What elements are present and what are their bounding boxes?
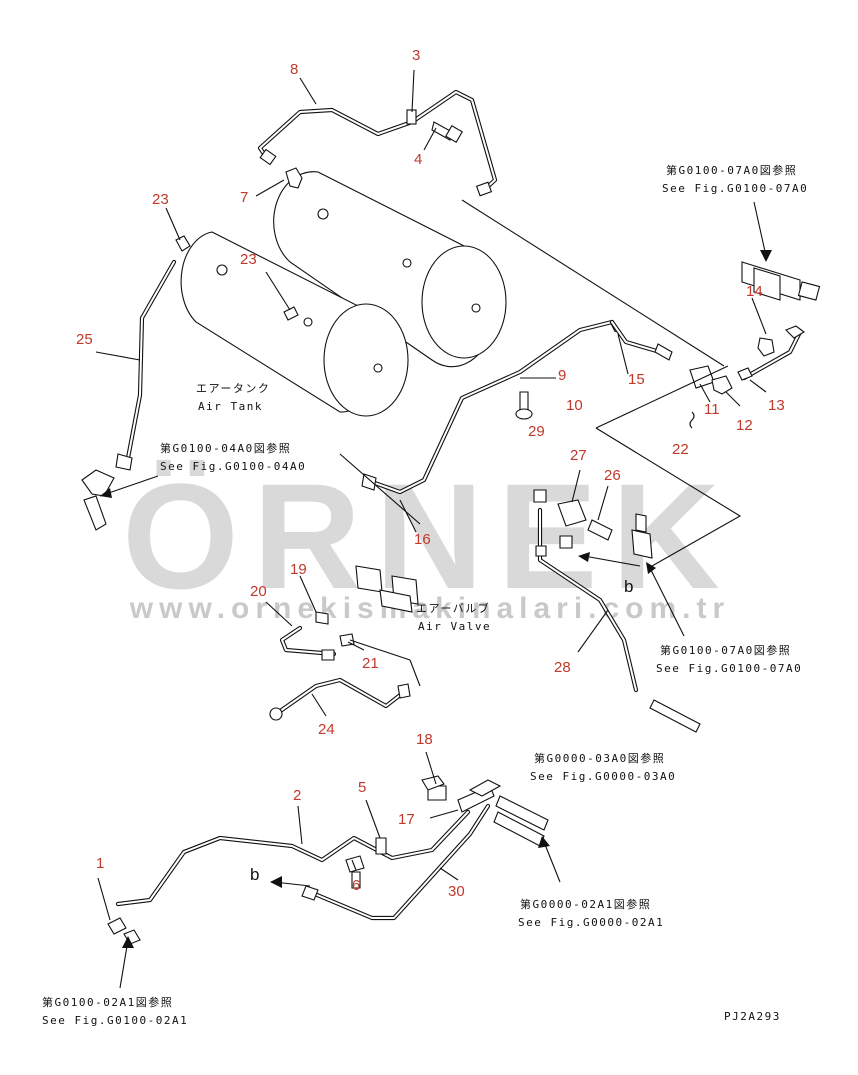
ref-g0000-02a1-jp: 第G0000-02A1図参照 bbox=[520, 897, 651, 911]
ref-g0100-04a0-en: See Fig.G0100-04A0 bbox=[160, 460, 306, 473]
callout-24: 24 bbox=[318, 721, 335, 738]
callout-3: 3 bbox=[412, 47, 420, 64]
callout-7: 7 bbox=[240, 189, 248, 206]
air-valve-label-jp: エアーバルブ bbox=[416, 601, 490, 615]
air-valve-label-en: Air Valve bbox=[418, 620, 491, 633]
callout-5: 5 bbox=[358, 779, 366, 796]
ref-g0100-07a0-top-en: See Fig.G0100-07A0 bbox=[662, 182, 808, 195]
arrowheads bbox=[100, 250, 772, 948]
callout-21: 21 bbox=[362, 655, 379, 672]
callout-22: 22 bbox=[672, 441, 689, 458]
ref-g0100-07a0-mid-jp: 第G0100-07A0図参照 bbox=[660, 643, 791, 657]
air-tank-rear bbox=[273, 171, 507, 368]
callout-11: 11 bbox=[704, 401, 720, 418]
callout-10: 10 bbox=[566, 397, 583, 414]
air-tank-label-jp: エアータンク bbox=[196, 382, 270, 395]
component-labels: エアータンク Air Tank エアーバルブ Air Valve b b PJ2… bbox=[196, 382, 781, 1023]
callout-28: 28 bbox=[554, 659, 571, 676]
drawing-code: PJ2A293 bbox=[724, 1010, 781, 1023]
ref-g0000-03a0-jp: 第G0000-03A0図参照 bbox=[534, 751, 665, 765]
fittings bbox=[81, 109, 821, 945]
air-tank-front bbox=[180, 231, 409, 417]
ref-g0100-07a0-top-jp: 第G0100-07A0図参照 bbox=[666, 163, 797, 177]
leader-lines bbox=[95, 69, 767, 989]
callout-23a: 23 bbox=[152, 191, 169, 208]
callout-9: 9 bbox=[558, 367, 566, 384]
callout-4: 4 bbox=[414, 151, 422, 168]
callout-26: 26 bbox=[604, 467, 621, 484]
ref-g0000-03a0-en: See Fig.G0000-03A0 bbox=[530, 770, 676, 783]
watermark-url: www.ornekismakinalari.com.tr bbox=[129, 592, 730, 625]
callout-30: 30 bbox=[448, 883, 465, 900]
ref-g0100-02a1-jp: 第G0100-02A1図参照 bbox=[42, 995, 173, 1009]
callout-20: 20 bbox=[250, 583, 267, 600]
callout-23b: 23 bbox=[240, 251, 257, 268]
ref-g0100-07a0-mid-en: See Fig.G0100-07A0 bbox=[656, 662, 802, 675]
callout-29: 29 bbox=[528, 423, 545, 440]
callout-27: 27 bbox=[570, 447, 587, 464]
callout-16: 16 bbox=[414, 531, 431, 548]
callout-14: 14 bbox=[746, 283, 763, 300]
figure-references: 第G0100-07A0図参照 See Fig.G0100-07A0 第G0100… bbox=[42, 163, 808, 1027]
callout-2: 2 bbox=[293, 787, 301, 804]
ref-g0100-02a1-en: See Fig.G0100-02A1 bbox=[42, 1014, 188, 1027]
arrow-b-label-lower: b bbox=[250, 865, 259, 884]
callout-17: 17 bbox=[398, 811, 415, 828]
arrow-b-label-upper: b bbox=[624, 577, 633, 596]
callout-12: 12 bbox=[736, 417, 753, 434]
ref-g0000-02a1-en: See Fig.G0000-02A1 bbox=[518, 916, 664, 929]
part-callouts: 1 2 3 4 5 6 7 8 9 10 11 12 13 14 15 16 1… bbox=[76, 47, 785, 900]
callout-19: 19 bbox=[290, 561, 307, 578]
callout-13: 13 bbox=[768, 397, 785, 414]
callout-25: 25 bbox=[76, 331, 93, 348]
callout-15: 15 bbox=[628, 371, 645, 388]
pipes bbox=[115, 89, 803, 921]
callout-6: 6 bbox=[352, 877, 360, 894]
callout-8: 8 bbox=[290, 61, 298, 78]
callout-1: 1 bbox=[96, 855, 104, 872]
callout-18: 18 bbox=[416, 731, 433, 748]
ref-g0100-04a0-jp: 第G0100-04A0図参照 bbox=[160, 441, 291, 455]
air-tank-label-en: Air Tank bbox=[198, 400, 263, 413]
